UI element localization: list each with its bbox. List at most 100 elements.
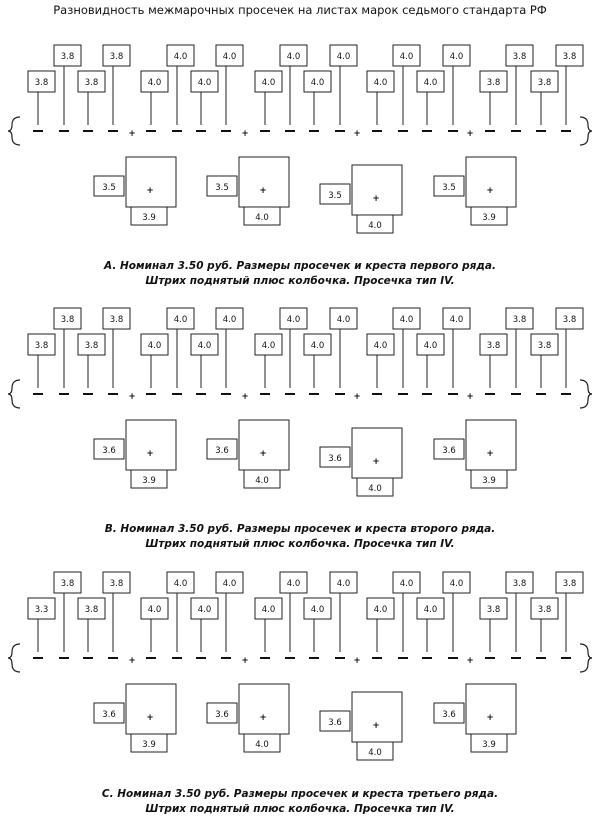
perforation-label-box [479,70,508,93]
perforation-label-box [303,333,332,356]
perforation-label: 4.0 [174,315,188,325]
cross-mark: + [372,194,379,204]
cross-square [125,683,177,735]
perforation-label-box [279,44,308,67]
cross-bottom-label-box [130,469,168,489]
perforation-label: 4.0 [262,78,276,88]
perforation-label: 4.0 [337,52,351,62]
cross-bottom-label-box [243,469,281,489]
cross-left-label: 3.6 [215,446,229,456]
perforation-label-box [215,571,244,594]
perforation-label-box [140,333,169,356]
baseline-cross-mark: + [128,656,135,666]
cross-left-label: 3.6 [328,454,342,464]
perforation-label: 4.0 [400,315,414,325]
cross-mark: + [486,186,493,196]
section-c-caption-line2: Штрих поднятый плюс колбочка. Просечка т… [145,803,455,815]
perforation-label: 3.8 [110,579,124,589]
baseline-cross-mark: + [128,392,135,402]
baseline-cross-mark: + [241,129,248,139]
perforation-label: 3.8 [85,78,99,88]
perforation-label: 4.0 [424,341,438,351]
perforation-label-box [366,70,395,93]
perforation-label: 4.0 [223,579,237,589]
cross-square [125,419,177,471]
cross-left-label: 3.5 [328,191,342,201]
perforation-label-box [254,70,283,93]
cross-left-label-box [93,175,125,197]
cross-square [465,419,517,471]
baseline-cross-mark: + [466,656,473,666]
cross-mark: + [372,721,379,731]
perforation-label: 4.0 [450,315,464,325]
perforation-label-box [303,70,332,93]
baseline-cross-mark: + [466,392,473,402]
perforation-label-box [77,333,106,356]
perforation-label: 4.0 [148,605,162,615]
perforation-label: 3.8 [513,315,527,325]
perforation-label: 3.8 [35,341,49,351]
cross-left-label: 3.5 [102,183,116,193]
baseline-cross-mark: + [466,129,473,139]
right-brace [579,643,593,673]
cross-mark: + [146,449,153,459]
perforation-label-box [53,44,82,67]
perforation-label: 4.0 [337,579,351,589]
cross-square [465,156,517,208]
perforation-label: 4.0 [374,341,388,351]
perforation-label: 4.0 [424,78,438,88]
perforation-label-box [215,307,244,330]
perforation-label-box [442,44,471,67]
perforation-label-box [279,307,308,330]
perforation-label-box [53,307,82,330]
cross-bottom-label-box [470,206,508,226]
perforation-label: 3.8 [35,78,49,88]
cross-mark: + [486,713,493,723]
perforation-label-box [555,571,584,594]
cross-left-label: 3.5 [442,183,456,193]
cross-left-label-box [206,702,238,724]
perforation-label: 3.3 [35,605,49,615]
perforation-label: 4.0 [223,315,237,325]
perforation-label: 3.8 [61,52,75,62]
cross-left-label-box [433,702,465,724]
perforation-label: 4.0 [400,579,414,589]
perforation-label: 4.0 [374,605,388,615]
section-c-caption-line1: C. Номинал 3.50 руб. Размеры просечек и … [101,788,499,800]
section-a-caption-line2: Штрих поднятый плюс колбочка. Просечка т… [145,275,455,287]
cross-left-label-box [433,438,465,460]
page-title: Разновидность межмарочных просечек на ли… [53,3,547,17]
cross-bottom-label-box [130,206,168,226]
perforation-label-box [416,597,445,620]
perforation-label-box [442,307,471,330]
cross-bottom-label-box [356,741,394,761]
perforation-label-box [530,70,559,93]
cross-bottom-label-box [470,469,508,489]
perforation-label-box [366,597,395,620]
baseline-cross-mark: + [241,392,248,402]
cross-bottom-label: 4.0 [368,221,382,231]
perforation-label-box [27,333,56,356]
cross-left-label-box [319,710,351,732]
perforation-label-box [392,307,421,330]
cross-bottom-label: 4.0 [255,213,269,223]
perforation-label-box [166,571,195,594]
cross-bottom-label-box [243,733,281,753]
cross-left-label-box [206,175,238,197]
cross-bottom-label-box [356,477,394,497]
cross-left-label: 3.6 [328,718,342,728]
left-brace [7,643,21,673]
perforation-label: 4.0 [223,52,237,62]
perforation-label: 4.0 [287,315,301,325]
cross-left-label-box [93,438,125,460]
section-a-caption-line1: A. Номинал 3.50 руб. Размеры просечек и … [104,260,496,272]
cross-square [351,164,403,216]
cross-bottom-label: 4.0 [368,484,382,494]
perforation-label: 3.8 [538,78,552,88]
perforation-label-box [140,597,169,620]
cross-square [125,156,177,208]
baseline-cross-mark: + [353,392,360,402]
section-b-caption: B. Номинал 3.50 руб. Размеры просечек и … [0,522,600,552]
cross-mark: + [259,449,266,459]
